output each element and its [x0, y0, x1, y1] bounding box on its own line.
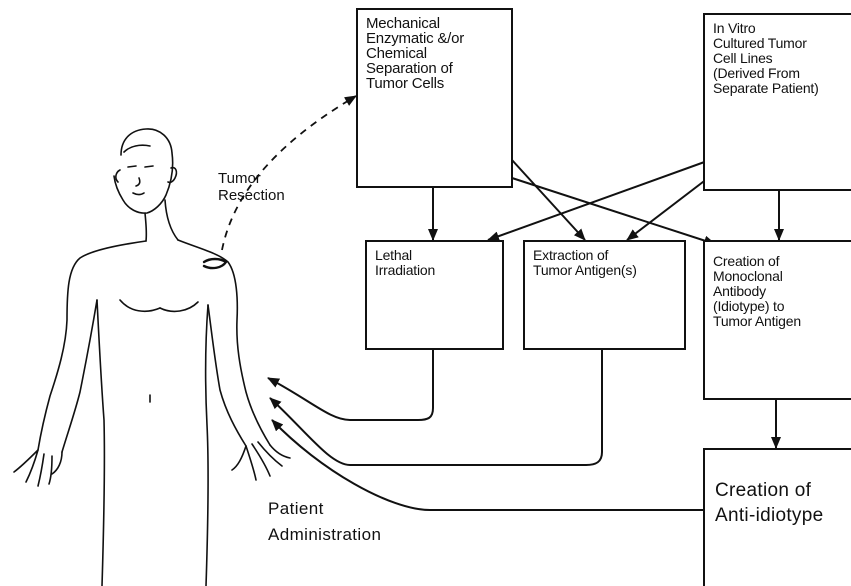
antiidiotype-box: Creation of Anti-idiotype: [703, 448, 851, 586]
irradiation-box: Lethal Irradiation: [365, 240, 504, 350]
antiidiotype-box-label: Creation of Anti-idiotype: [715, 480, 824, 526]
extraction-box: Extraction of Tumor Antigen(s): [523, 240, 686, 350]
separation-to-monoclonal-arrow: [511, 177, 716, 246]
irradiation-box-label: Lethal Irradiation: [375, 247, 436, 278]
extraction-to-patient-arrow: [269, 348, 603, 466]
monoclonal-box-label: Creation of Monoclonal Antibody (Idiotyp…: [713, 253, 801, 329]
separation-box: Mechanical Enzymatic &/or Chemical Separ…: [356, 8, 513, 188]
monoclonal-box: Creation of Monoclonal Antibody (Idiotyp…: [703, 240, 851, 400]
antiidiotype-to-patient-arrow: [271, 419, 703, 511]
invitro-box: In Vitro Cultured Tumor Cell Lines (Deri…: [703, 13, 851, 191]
invitro-to-irradiation-arrow: [487, 159, 711, 241]
extraction-box-label: Extraction of Tumor Antigen(s): [533, 247, 637, 278]
invitro-box-label: In Vitro Cultured Tumor Cell Lines (Deri…: [713, 20, 819, 96]
patient-administration-label: Patient Administration: [268, 499, 382, 544]
invitro-to-extraction-arrow: [626, 171, 717, 241]
separation-to-extraction-arrow: [511, 159, 586, 241]
separation-box-label: Mechanical Enzymatic &/or Chemical Separ…: [366, 15, 465, 92]
tumor-resection-label: Tumor Resection: [218, 170, 285, 204]
tumor-resection-arrow: [221, 95, 357, 251]
irradiation-to-patient-arrow: [267, 348, 434, 421]
patient-figure: [13, 128, 291, 586]
